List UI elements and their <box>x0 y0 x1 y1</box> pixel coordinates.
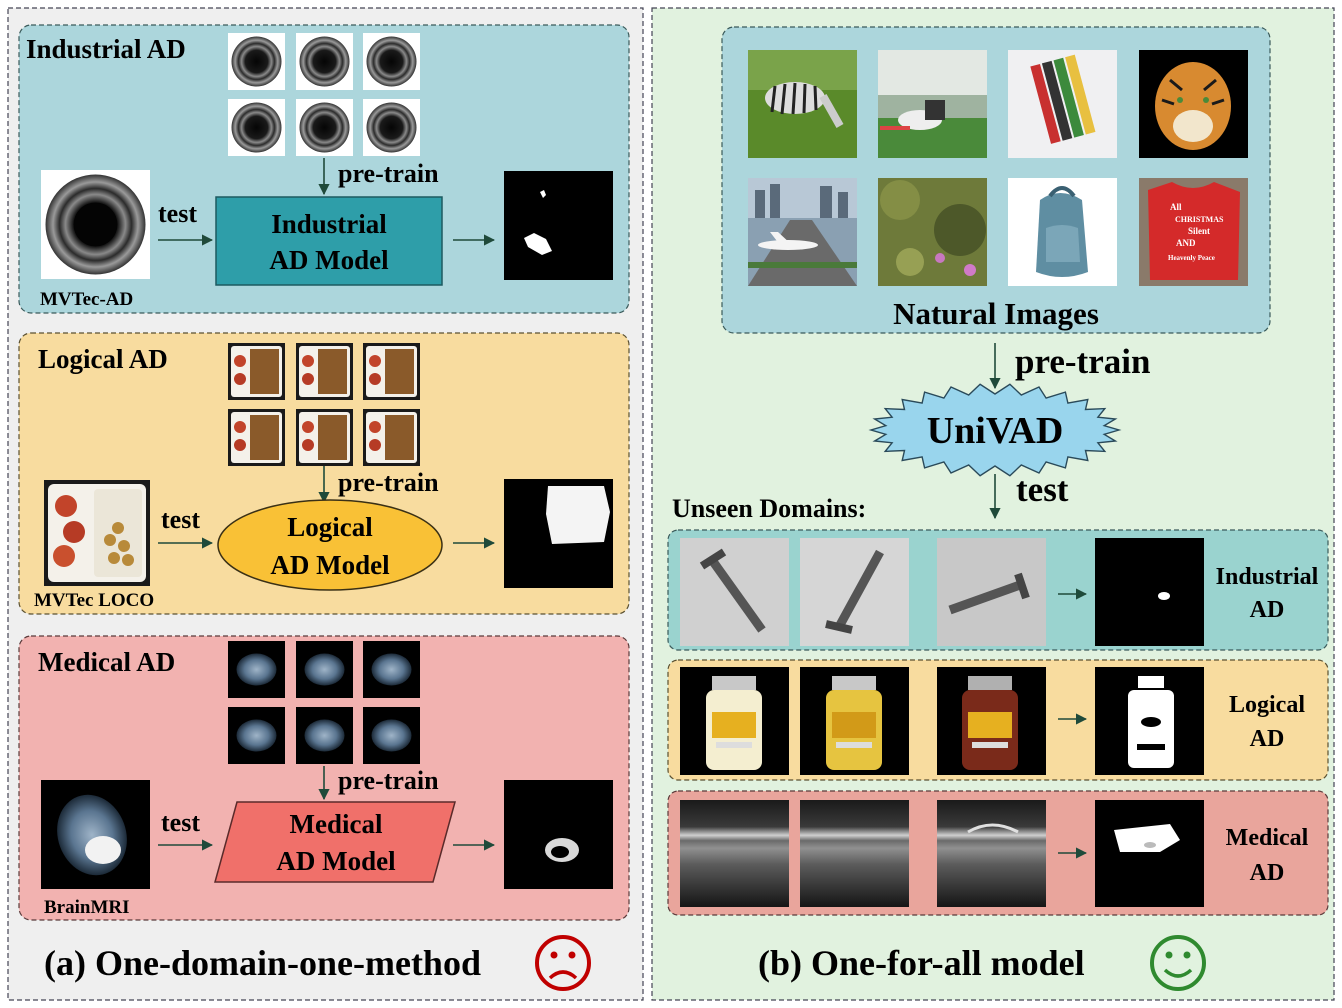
svg-text:Medical: Medical <box>1226 825 1309 851</box>
medical-train-images <box>228 641 420 764</box>
logical-dataset-label: MVTec LOCO <box>34 590 154 611</box>
industrial-pretrain-label: pre-train <box>338 159 439 188</box>
industrial-dataset-label: MVTec-AD <box>40 289 133 310</box>
industrial-train-images <box>228 33 420 156</box>
svg-text:Logical: Logical <box>1229 692 1305 718</box>
right-caption: (b) One-for-all model <box>758 943 1085 983</box>
medical-result-mask <box>504 780 613 889</box>
svg-text:AD: AD <box>1250 726 1285 752</box>
oct-image-3 <box>937 800 1046 907</box>
bottle-image-2 <box>800 667 909 775</box>
oct-image-1 <box>680 800 789 907</box>
unseen-industrial-mask <box>1095 538 1204 646</box>
right-pretrain-label: pre-train <box>1015 342 1150 381</box>
industrial-result-mask <box>504 171 613 280</box>
svg-text:AD Model: AD Model <box>270 550 390 580</box>
logical-ad-section: Logical AD pre-train MVTec LOCO test Log… <box>18 332 630 615</box>
svg-text:Industrial: Industrial <box>1216 564 1319 590</box>
logical-pretrain-label: pre-train <box>338 468 439 497</box>
bottle-image-3 <box>937 667 1046 775</box>
svg-text:Medical: Medical <box>290 809 383 839</box>
industrial-ad-model: Industrial AD Model <box>215 196 443 286</box>
screw-image-2 <box>800 538 909 646</box>
airplane-image <box>748 178 857 286</box>
univad-model: UniVAD <box>868 383 1122 477</box>
sad-face-icon <box>535 935 591 991</box>
unseen-logical-mask <box>1095 667 1204 775</box>
medical-test-image <box>41 780 150 889</box>
svg-text:AD: AD <box>1250 597 1285 623</box>
medical-title: Medical AD <box>38 647 175 677</box>
logical-ad-model: Logical AD Model <box>217 499 443 591</box>
tshirt-image: All CHRISTMAS Silent AND Heavenly Peace <box>1139 178 1248 286</box>
logical-test-image <box>44 480 150 586</box>
right-test-label: test <box>1016 470 1069 509</box>
svg-text:Silent: Silent <box>1188 226 1210 236</box>
medical-ad-model: Medical AD Model <box>214 801 456 883</box>
natural-images-section: All CHRISTMAS Silent AND Heavenly Peace … <box>721 26 1271 334</box>
logical-test-label: test <box>161 505 200 534</box>
unseen-medical-mask <box>1095 800 1204 907</box>
medical-pretrain-label: pre-train <box>338 766 439 795</box>
svg-text:Heavenly Peace: Heavenly Peace <box>1168 254 1215 262</box>
svg-text:UniVAD: UniVAD <box>927 410 1064 452</box>
logical-result-mask <box>504 479 613 588</box>
oct-image-2 <box>800 800 909 907</box>
svg-text:AD Model: AD Model <box>276 846 396 876</box>
unseen-domains-label: Unseen Domains: <box>672 494 866 523</box>
backpack-image <box>1008 178 1117 286</box>
screw-image-3 <box>937 538 1046 646</box>
zebra-image <box>748 50 857 158</box>
horse-jump-image <box>878 50 987 158</box>
svg-text:Logical: Logical <box>287 512 373 542</box>
happy-face-icon <box>1150 935 1206 991</box>
tiger-image <box>1139 50 1248 158</box>
left-caption: (a) One-domain-one-method <box>44 943 481 983</box>
bottle-image-1 <box>680 667 789 775</box>
screw-image-1 <box>680 538 789 646</box>
medical-test-label: test <box>161 808 200 837</box>
logical-train-images <box>228 343 420 466</box>
bird-bokeh-image <box>878 178 987 286</box>
unseen-industrial-row: Industrial AD <box>667 529 1329 651</box>
svg-text:AD Model: AD Model <box>269 245 389 275</box>
industrial-test-image <box>41 170 150 279</box>
industrial-ad-section: Industrial AD pre-train MVTec-AD test In… <box>18 24 630 314</box>
industrial-title: Industrial AD <box>26 34 186 64</box>
unseen-logical-row: Logical AD <box>667 659 1329 781</box>
svg-text:CHRISTMAS: CHRISTMAS <box>1175 215 1224 224</box>
svg-text:AD: AD <box>1250 860 1285 886</box>
svg-text:All: All <box>1170 202 1182 212</box>
natural-images-label: Natural Images <box>893 296 1099 331</box>
svg-text:AND: AND <box>1176 238 1196 248</box>
svg-text:Industrial: Industrial <box>271 209 387 239</box>
industrial-test-label: test <box>158 199 197 228</box>
medical-dataset-label: BrainMRI <box>44 897 130 918</box>
medical-ad-section: Medical AD pre-train BrainMRI test Medic… <box>18 635 630 921</box>
unseen-medical-row: Medical AD <box>667 790 1329 916</box>
logical-title: Logical AD <box>38 344 168 374</box>
snowboards-image <box>1008 50 1117 158</box>
